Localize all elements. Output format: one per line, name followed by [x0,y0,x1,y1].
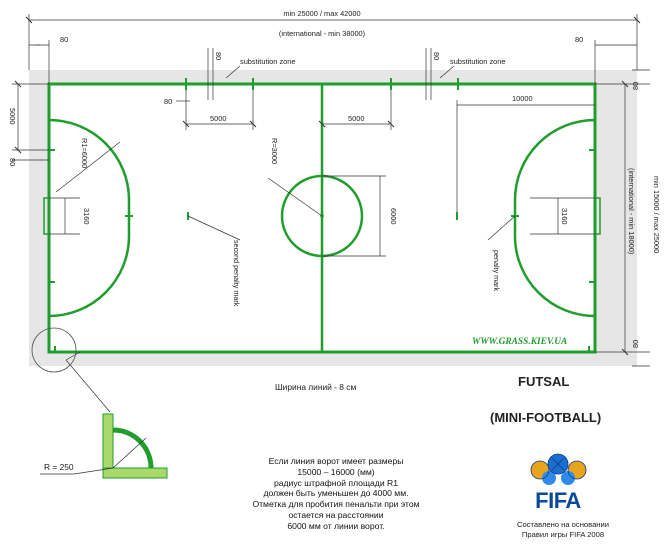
dim-r3000: R=3000 [270,138,279,164]
dim-top-international: (international - min 38000) [279,29,365,38]
rule-note-line: Отметка для пробития пенальти при этом [252,499,420,510]
corner-detail-circle [31,327,77,373]
dim-left-side-80: 80 [8,158,17,166]
right-penalty-area [513,118,596,318]
dim-top-left-80: 80 [60,35,68,44]
dim-left-3160: 3160 [82,208,91,224]
rule-note-line: 6000 мм от линии ворот. [287,520,385,531]
line-width-note: Ширина линий - 8 см [275,382,357,392]
fifa-caption-line: Правил игры FIFA 2008 [521,530,605,539]
dim-right-international: (international - min 18000) [627,168,636,254]
rule-note-line: остается на расстоянии [288,509,384,520]
watermark-text: WWW.GRASS.KIEV.UA [472,337,568,347]
penalty-mark-label: penalty mark [492,250,501,292]
dim-right-5000: 5000 [348,114,364,123]
dim-centre-6000: 6000 [389,208,398,224]
corner-detail-enlargement [40,413,168,479]
dim-right-80-top: 80 [631,82,640,90]
dim-r1: R1=6000 [80,138,89,168]
fifa-caption: Составлено на основании Правил игры FIFA… [508,520,618,540]
rule-note-line: Если линия ворот имеет размеры [268,456,404,466]
right-goal [594,197,601,235]
dim-left-80-small: 80 [164,97,172,106]
dimension-ticks [14,16,641,356]
rule-note-line: радиус штрафной площади R1 [273,477,398,488]
radius-detail-label: R = 250 [44,462,74,472]
title-mini-football: (MINI-FOOTBALL) [490,410,602,425]
dim-top-right-80: 80 [575,35,583,44]
left-penalty-area [48,118,131,318]
substitution-marks [185,78,459,90]
title-futsal: FUTSAL [518,374,570,389]
dim-sub-left-80: 80 [214,52,223,60]
rule-note-line: 15000 – 16000 (мм) [297,466,375,477]
fifa-logo-text: FIFA [535,488,581,513]
substitution-zone-left-label: substitution zone [240,57,295,66]
dim-left-side-5000: 5000 [8,108,17,124]
dim-left-5000: 5000 [210,114,226,123]
side-marks [49,149,595,352]
dim-top-total: min 25000 / max 42000 [283,9,360,18]
second-penalty-mark-label: second penalty mark [232,240,241,307]
dim-right-3160: 3160 [560,208,569,224]
left-goal [43,197,50,235]
substitution-zone-right-label: substitution zone [450,57,505,66]
rule-note-line: должен быть уменьшен до 4000 мм. [263,488,409,499]
dim-sub-right-80: 80 [432,52,441,60]
dim-right-10000: 10000 [512,94,533,103]
fifa-logo-icon [530,453,587,485]
dim-right-80-bottom: 80 [631,340,640,348]
dim-right-main: min 15000 / max 25000 [652,176,661,253]
fifa-caption-line: Составлено на основании [517,520,609,529]
rule-note: Если линия ворот имеет размеры 15000 – 1… [236,456,436,532]
